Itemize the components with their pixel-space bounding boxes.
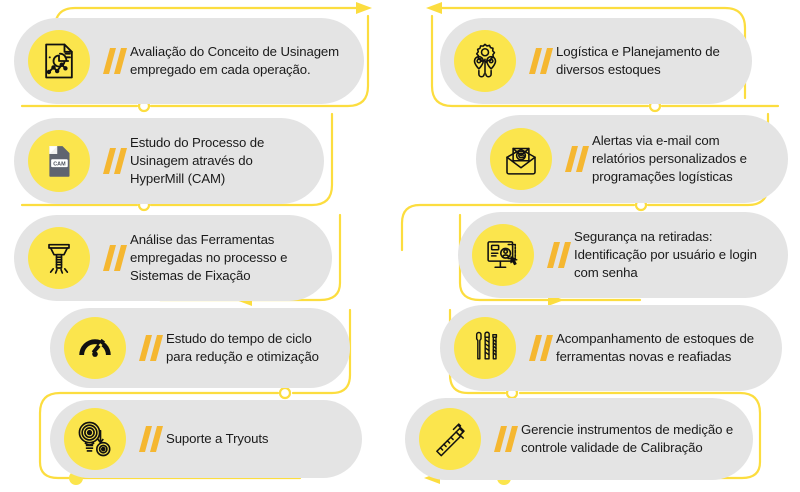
arrow-left-icon-top-right bbox=[426, 2, 442, 14]
step-card-left-3[interactable]: Análise das Ferramentas empregadas no pr… bbox=[14, 215, 332, 301]
step-card-right-4[interactable]: Acompanhamento de estoques de ferramenta… bbox=[440, 305, 782, 391]
step-card-label: Segurança na retiradas: Identificação po… bbox=[574, 228, 757, 281]
slash-divider-icon bbox=[100, 146, 130, 176]
step-card-label: Avaliação do Conceito de Usinagem empreg… bbox=[130, 43, 340, 77]
milling-tool-icon bbox=[28, 227, 90, 289]
step-card-right-1[interactable]: Logística e Planejamento de diversos est… bbox=[440, 18, 752, 104]
arrow-right-icon-top-left bbox=[356, 2, 372, 14]
step-card-label: Estudo do tempo de ciclo para redução e … bbox=[166, 330, 319, 364]
drill-bits-icon bbox=[454, 317, 516, 379]
cam-file-icon: CAM bbox=[28, 130, 90, 192]
step-card-label: Alertas via e-mail com relatórios person… bbox=[592, 132, 747, 185]
gauge-speedometer-icon bbox=[64, 317, 126, 379]
step-card-left-1[interactable]: Avaliação do Conceito de Usinagem empreg… bbox=[14, 18, 364, 104]
slash-divider-icon bbox=[526, 333, 556, 363]
email-alert-icon bbox=[490, 128, 552, 190]
slash-divider-icon bbox=[491, 424, 521, 454]
step-card-left-2[interactable]: CAM Estudo do Processo de Usinagem atrav… bbox=[14, 118, 324, 204]
step-card-label: Logística e Planejamento de diversos est… bbox=[556, 43, 720, 77]
slash-divider-icon bbox=[100, 243, 130, 273]
step-card-left-4[interactable]: Estudo do tempo de ciclo para redução e … bbox=[50, 308, 350, 388]
svg-text:CAM: CAM bbox=[53, 161, 66, 167]
caliper-measure-icon bbox=[419, 408, 481, 470]
slash-divider-icon bbox=[526, 46, 556, 76]
logistics-gear-pins-icon bbox=[454, 30, 516, 92]
step-card-label: Gerencie instrumentos de medição e contr… bbox=[521, 421, 734, 455]
step-card-label: Acompanhamento de estoques de ferramenta… bbox=[556, 330, 754, 364]
slash-divider-icon bbox=[136, 424, 166, 454]
step-card-right-3[interactable]: Segurança na retiradas: Identificação po… bbox=[458, 212, 788, 298]
ring-node-left-4 bbox=[278, 386, 292, 400]
step-card-right-5[interactable]: Gerencie instrumentos de medição e contr… bbox=[405, 398, 753, 480]
step-card-label: Suporte a Tryouts bbox=[166, 430, 269, 446]
target-tryout-icon bbox=[64, 408, 126, 470]
slash-divider-icon bbox=[100, 46, 130, 76]
step-card-label: Estudo do Processo de Usinagem através d… bbox=[130, 134, 265, 187]
step-card-left-5[interactable]: Suporte a Tryouts bbox=[50, 400, 362, 478]
slash-divider-icon bbox=[562, 144, 592, 174]
secure-login-monitor-icon bbox=[472, 224, 534, 286]
slash-divider-icon bbox=[544, 240, 574, 270]
report-document-chart-icon bbox=[28, 30, 90, 92]
slash-divider-icon bbox=[136, 333, 166, 363]
step-card-right-2[interactable]: Alertas via e-mail com relatórios person… bbox=[476, 115, 788, 203]
step-card-label: Análise das Ferramentas empregadas no pr… bbox=[130, 231, 288, 284]
